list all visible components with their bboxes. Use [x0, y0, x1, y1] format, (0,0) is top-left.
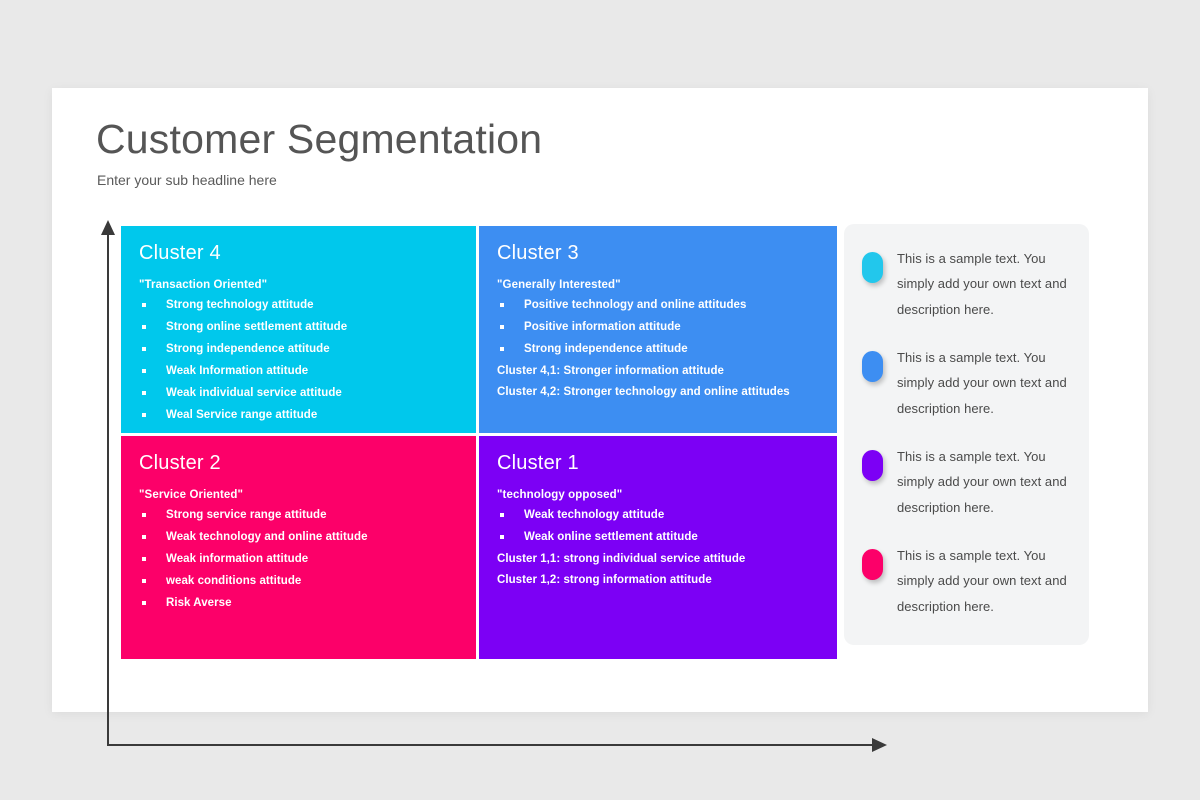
bullet-square-icon	[142, 369, 146, 373]
bullet-square-icon	[142, 347, 146, 351]
side-panel: This is a sample text. You simply add yo…	[844, 224, 1089, 645]
quadrant-title: Cluster 1	[497, 452, 579, 474]
bullet-square-icon	[142, 557, 146, 561]
horizontal-axis-line	[107, 744, 877, 746]
page-subtitle: Enter your sub headline here	[97, 172, 277, 188]
quadrant-bullet-item: Weak individual service attitude	[139, 387, 458, 399]
quadrant-subtitle: "Generally Interested"	[497, 279, 621, 291]
quadrant-bullet-item: Positive technology and online attitudes	[497, 299, 819, 311]
side-panel-item[interactable]: This is a sample text. You simply add yo…	[862, 246, 1069, 322]
quadrant-bullet-label: Weak technology attitude	[524, 509, 665, 521]
legend-pill-icon	[862, 549, 883, 581]
legend-pill-icon	[862, 351, 883, 383]
legend-pill-icon	[862, 252, 883, 283]
side-panel-item[interactable]: This is a sample text. You simply add yo…	[862, 345, 1069, 421]
quadrant-bullet-item: Strong technology attitude	[139, 299, 458, 311]
quadrant-matrix: Cluster 4 "Transaction Oriented" Strong te…	[121, 226, 837, 659]
quadrant-bullet-item: Strong independence attitude	[497, 343, 819, 355]
quadrant-cluster-3[interactable]: Cluster 3 "Generally Interested" Positive …	[479, 226, 837, 433]
bullet-square-icon	[142, 601, 146, 605]
bullet-square-icon	[142, 513, 146, 517]
quadrant-bullet-label: Strong independence attitude	[166, 343, 330, 355]
quadrant-bullet-item: Strong service range attitude	[139, 509, 458, 521]
horizontal-axis-arrow-icon	[872, 738, 887, 752]
side-panel-item-text: This is a sample text. You simply add yo…	[897, 449, 1067, 515]
quadrant-bullet-item: Risk Averse	[139, 597, 458, 609]
bullet-square-icon	[500, 513, 504, 517]
quadrant-bullet-label: Strong service range attitude	[166, 509, 327, 521]
side-panel-item[interactable]: This is a sample text. You simply add yo…	[862, 543, 1069, 619]
quadrant-title: Cluster 3	[497, 242, 579, 264]
quadrant-bullet-label: Risk Averse	[166, 597, 232, 609]
quadrant-bullet-label: Strong independence attitude	[524, 343, 688, 355]
quadrant-bullet-label: Weal Service range attitude	[166, 409, 318, 421]
vertical-axis-arrow-icon	[101, 220, 115, 235]
quadrant-bullet-label: Strong technology attitude	[166, 299, 314, 311]
quadrant-bullet-item: Weak online settlement attitude	[497, 531, 819, 543]
side-panel-item-text: This is a sample text. You simply add yo…	[897, 251, 1067, 317]
bullet-square-icon	[142, 303, 146, 307]
quadrant-note: Cluster 1,1: strong individual service a…	[497, 553, 746, 565]
side-panel-item-text: This is a sample text. You simply add yo…	[897, 548, 1067, 614]
bullet-square-icon	[142, 325, 146, 329]
quadrant-cluster-4[interactable]: Cluster 4 "Transaction Oriented" Strong te…	[121, 226, 476, 433]
quadrant-note: Cluster 4,1: Stronger information attitu…	[497, 365, 725, 377]
quadrant-bullet-label: Positive information attitude	[524, 321, 681, 333]
quadrant-bullet-label: Weak technology and online attitude	[166, 531, 368, 543]
quadrant-title: Cluster 4	[139, 242, 221, 264]
quadrant-bullet-label: Weak online settlement attitude	[524, 531, 698, 543]
bullet-square-icon	[142, 535, 146, 539]
quadrant-bullet-label: Weak information attitude	[166, 553, 309, 565]
bullet-square-icon	[500, 347, 504, 351]
bullet-square-icon	[142, 413, 146, 417]
axis-group	[96, 220, 887, 760]
quadrant-cluster-2[interactable]: Cluster 2 "Service Oriented" Strong servic…	[121, 436, 476, 659]
quadrant-bullet-item: Weak information attitude	[139, 553, 458, 565]
side-panel-item-text: This is a sample text. You simply add yo…	[897, 350, 1067, 416]
quadrant-subtitle: "technology opposed"	[497, 489, 623, 501]
quadrant-bullet-item: Weal Service range attitude	[139, 409, 458, 421]
quadrant-bullet-label: Positive technology and online attitudes	[524, 299, 747, 311]
quadrant-title: Cluster 2	[139, 452, 221, 474]
quadrant-note: Cluster 4,2: Stronger technology and onl…	[497, 386, 790, 398]
quadrant-bullet-list: Positive technology and online attitudes…	[497, 299, 819, 355]
slide-card: Customer Segmentation Enter your sub hea…	[52, 88, 1148, 752]
quadrant-bullet-item: weak conditions attitude	[139, 575, 458, 587]
quadrant-bullet-item: Weak Information attitude	[139, 365, 458, 377]
quadrant-bullet-label: Strong online settlement attitude	[166, 321, 348, 333]
quadrant-subtitle: "Transaction Oriented"	[139, 279, 268, 291]
legend-pill-icon	[862, 450, 883, 482]
page-title: Customer Segmentation	[96, 116, 543, 162]
bullet-square-icon	[142, 391, 146, 395]
quadrant-bullet-item: Weak technology and online attitude	[139, 531, 458, 543]
quadrant-bullet-label: Weak Information attitude	[166, 365, 309, 377]
bullet-square-icon	[142, 579, 146, 583]
vertical-axis-line	[107, 234, 109, 746]
quadrant-cluster-1[interactable]: Cluster 1 "technology opposed" Weak techno…	[479, 436, 837, 659]
bullet-square-icon	[500, 535, 504, 539]
quadrant-bullet-item: Weak technology attitude	[497, 509, 819, 521]
quadrant-bullet-label: weak conditions attitude	[166, 575, 302, 587]
quadrant-bullet-label: Weak individual service attitude	[166, 387, 342, 399]
quadrant-bullet-item: Positive information attitude	[497, 321, 819, 333]
side-panel-item[interactable]: This is a sample text. You simply add yo…	[862, 444, 1069, 520]
bullet-square-icon	[500, 325, 504, 329]
quadrant-bullet-item: Strong online settlement attitude	[139, 321, 458, 333]
bullet-square-icon	[500, 303, 504, 307]
quadrant-bullet-item: Strong independence attitude	[139, 343, 458, 355]
quadrant-subtitle: "Service Oriented"	[139, 489, 244, 501]
quadrant-note: Cluster 1,2: strong information attitude	[497, 574, 712, 586]
